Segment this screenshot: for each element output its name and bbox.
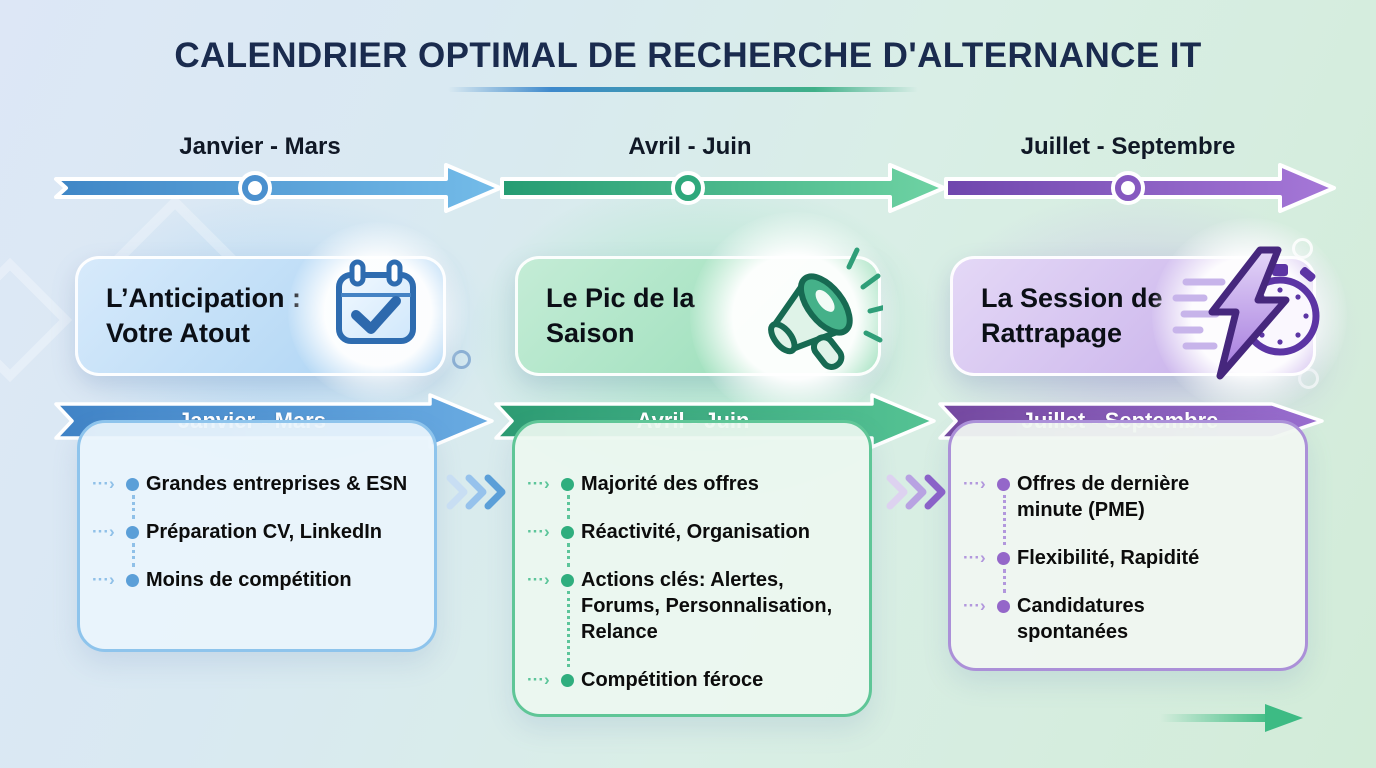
timeline-label-janvier-mars: Janvier - Mars bbox=[179, 133, 341, 160]
bullet-dot-icon bbox=[997, 552, 1010, 565]
timeline-node-purple bbox=[1111, 171, 1145, 205]
dotted-arrow-icon: ···› bbox=[527, 522, 550, 541]
list-item: ···› Actions clés: Alertes, Forums, Pers… bbox=[527, 567, 853, 667]
dotted-arrow-icon: ···› bbox=[527, 570, 550, 589]
phase-details-rattrapage: ···› Offres de dernière minute (PME) ···… bbox=[948, 420, 1308, 671]
decorative-square bbox=[0, 257, 73, 383]
timeline-node-blue bbox=[238, 171, 272, 205]
chevrons-right-purple-icon bbox=[886, 474, 946, 510]
list-item: ···› Préparation CV, LinkedIn bbox=[92, 519, 418, 567]
timeline-node-green bbox=[671, 171, 705, 205]
bullet-dot-icon bbox=[561, 574, 574, 587]
timeline-arrow-track bbox=[54, 163, 1336, 213]
list-item: ···› Moins de compétition bbox=[92, 569, 352, 591]
sound-rays bbox=[846, 247, 883, 343]
phase-title: Le Pic de la Saison bbox=[546, 283, 695, 348]
bullet-dot-icon bbox=[997, 478, 1010, 491]
list-item: ···› Grandes entreprises & ESN bbox=[92, 471, 418, 519]
bullet-dot-icon bbox=[126, 478, 139, 491]
bullet-dot-icon bbox=[561, 478, 574, 491]
dotted-arrow-icon: ···› bbox=[92, 474, 115, 493]
page-title: CALENDRIER OPTIMAL DE RECHERCHE D'ALTERN… bbox=[174, 36, 1202, 75]
dotted-arrow-icon: ···› bbox=[963, 474, 986, 493]
bullet-dot-icon bbox=[126, 526, 139, 539]
dotted-arrow-icon: ···› bbox=[527, 670, 550, 689]
bullet-dot-icon bbox=[561, 526, 574, 539]
timeline-label-juillet-septembre: Juillet - Septembre bbox=[1020, 133, 1236, 160]
dotted-arrow-icon: ···› bbox=[92, 570, 115, 589]
bullet-dot-icon bbox=[126, 574, 139, 587]
megaphone-icon bbox=[768, 247, 883, 370]
timeline-segment-blue bbox=[54, 163, 502, 213]
list-item: ···› Candidatures spontanées bbox=[963, 595, 1145, 643]
title-underline bbox=[448, 87, 918, 92]
phase-details-pic-saison: ···› Majorité des offres ···› Réactivité… bbox=[512, 420, 872, 717]
list-item: ···› Réactivité, Organisation bbox=[527, 519, 853, 567]
list-item: ···› Offres de dernière minute (PME) bbox=[963, 471, 1289, 545]
timeline-segment-green bbox=[500, 163, 946, 213]
lightning-stopwatch-icon bbox=[1172, 246, 1320, 380]
list-item: ···› Compétition féroce bbox=[527, 669, 764, 691]
timeline-label-avril-juin: Avril - Juin bbox=[628, 133, 752, 160]
list-item: ···› Majorité des offres bbox=[527, 471, 853, 519]
bullet-dot-icon bbox=[561, 674, 574, 687]
bullet-dot-icon bbox=[997, 600, 1010, 613]
phase-title: L’Anticipation : Votre Atout bbox=[106, 283, 301, 348]
phase-title: La Session de Rattrapage bbox=[981, 283, 1163, 348]
dotted-arrow-icon: ···› bbox=[963, 596, 986, 615]
list-item: ···› Flexibilité, Rapidité bbox=[963, 545, 1289, 593]
lightning-bolt bbox=[1208, 246, 1290, 380]
dotted-arrow-icon: ···› bbox=[527, 474, 550, 493]
decorative-ring bbox=[452, 350, 471, 369]
calendar-check-icon bbox=[336, 259, 416, 344]
phase-details-anticipation: ···› Grandes entreprises & ESN ···› Prép… bbox=[77, 420, 437, 652]
dotted-arrow-icon: ···› bbox=[92, 522, 115, 541]
chevrons-right-blue-icon bbox=[446, 474, 506, 510]
dotted-arrow-icon: ···› bbox=[963, 548, 986, 567]
continue-arrow-icon bbox=[1156, 704, 1303, 732]
